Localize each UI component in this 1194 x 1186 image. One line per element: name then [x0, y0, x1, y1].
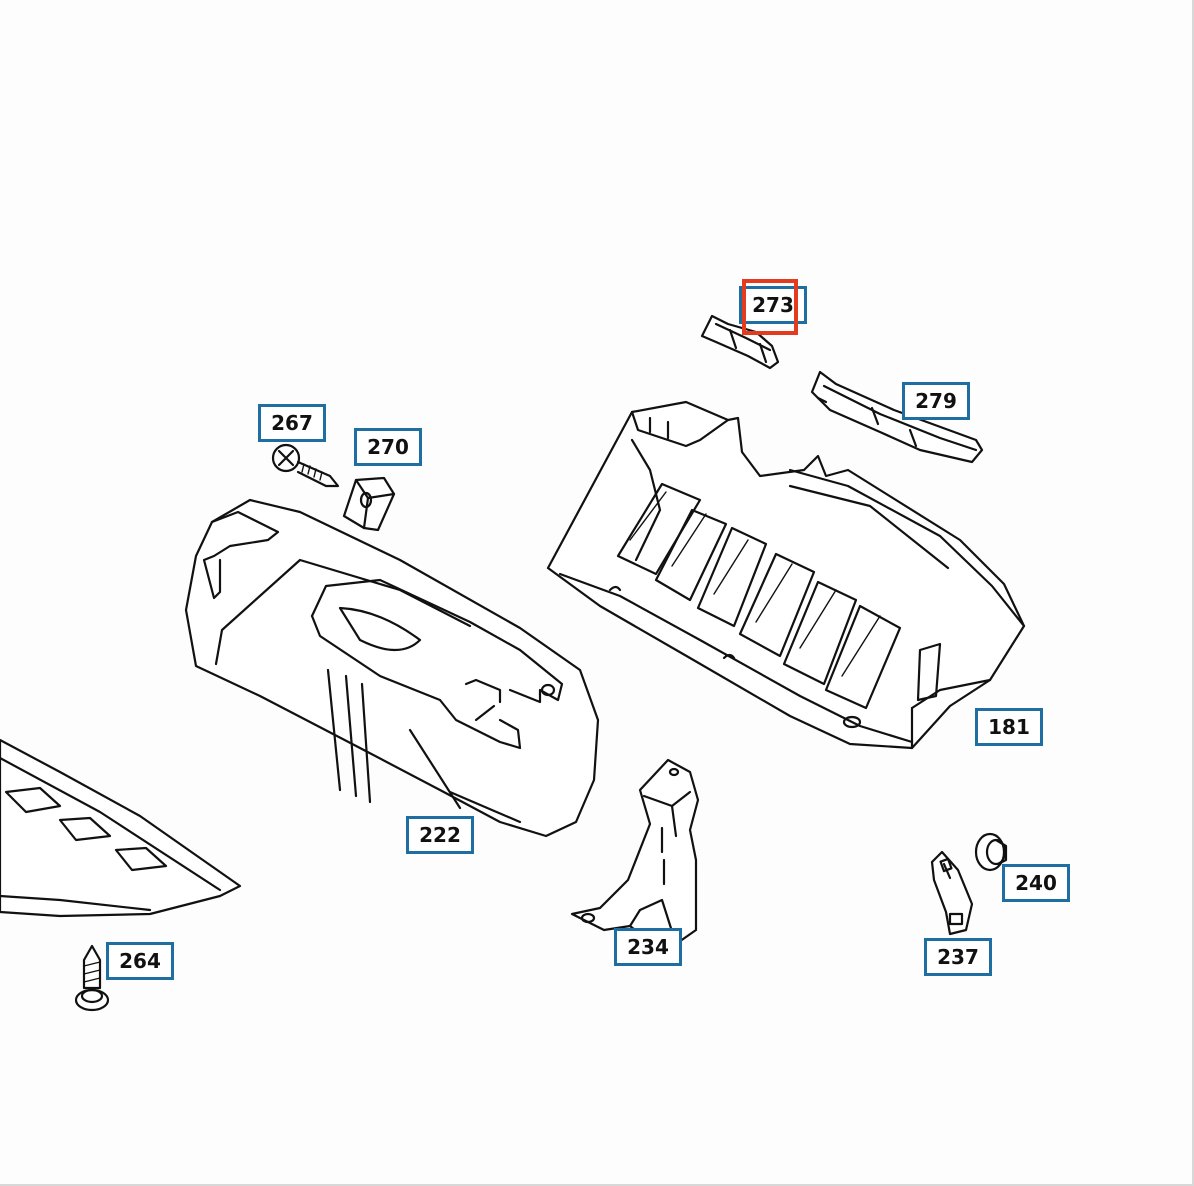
- callout-234[interactable]: 234: [614, 928, 682, 966]
- callout-264[interactable]: 264: [106, 942, 174, 980]
- callout-240[interactable]: 240: [1002, 864, 1070, 902]
- part-237-small-bracket[interactable]: [930, 850, 974, 936]
- callout-270[interactable]: 270: [354, 428, 422, 466]
- part-181-lower-panel[interactable]: [546, 400, 1026, 750]
- part-222-glove-box[interactable]: [184, 498, 600, 838]
- callout-270-label: 270: [367, 435, 409, 459]
- callout-222[interactable]: 222: [406, 816, 474, 854]
- part-273-clip[interactable]: [700, 314, 780, 370]
- callout-264-label: 264: [119, 949, 161, 973]
- part-270-clip-nut[interactable]: [342, 476, 396, 532]
- callout-267[interactable]: 267: [258, 404, 326, 442]
- callout-222-label: 222: [419, 823, 461, 847]
- part-264-expansion-rivet[interactable]: [74, 944, 110, 1012]
- callout-240-label: 240: [1015, 871, 1057, 895]
- callout-234-label: 234: [627, 935, 669, 959]
- callout-273-label: 273: [752, 293, 794, 317]
- callout-237-label: 237: [937, 945, 979, 969]
- callout-279[interactable]: 279: [902, 382, 970, 420]
- part-267-screw[interactable]: [271, 443, 340, 488]
- callout-267-label: 267: [271, 411, 313, 435]
- callout-237[interactable]: 237: [924, 938, 992, 976]
- part-234-bracket[interactable]: [570, 758, 700, 946]
- part-240-grommet[interactable]: [974, 832, 1008, 872]
- callout-273[interactable]: 273: [739, 286, 807, 324]
- callout-181[interactable]: 181: [975, 708, 1043, 746]
- callout-279-label: 279: [915, 389, 957, 413]
- part-279-trim-strip[interactable]: [810, 370, 984, 464]
- adjacent-trim-panel: [0, 738, 242, 918]
- callout-181-label: 181: [988, 715, 1030, 739]
